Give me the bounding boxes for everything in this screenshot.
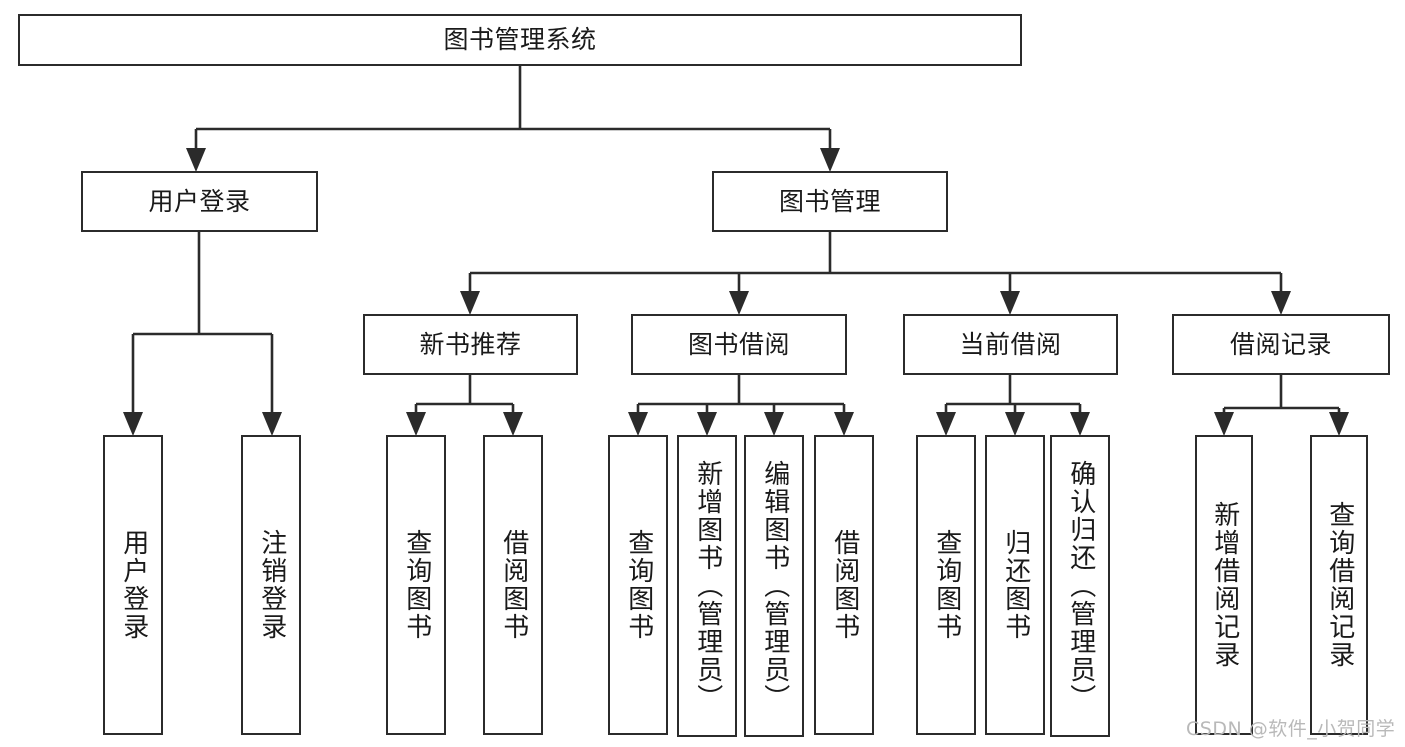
node-book-manage-label: 图书管理: [778, 186, 881, 216]
arrow-book-manage-to-c1: [460, 291, 480, 315]
leaf-query-book-c[interactable]: 查询图书: [916, 435, 976, 735]
arrow-root-to-book-manage: [820, 148, 840, 172]
node-book-borrow[interactable]: 图书借阅: [631, 314, 847, 375]
node-root-label: 图书管理系统: [443, 25, 597, 54]
leaf-query-book-a-label: 查询图书: [401, 529, 432, 641]
leaf-query-borrow-record-label: 查询借阅记录: [1324, 501, 1355, 669]
arrow-user-login-to-leaf2: [262, 412, 282, 436]
arrow-currentborrow-to-leaf3: [1070, 412, 1090, 436]
leaf-confirm-return-admin-label: 确认归还（管理员）: [1065, 460, 1096, 712]
arrow-user-login-to-leaf1: [123, 412, 143, 436]
leaf-add-borrow-record[interactable]: 新增借阅记录: [1195, 435, 1253, 735]
node-current-borrow[interactable]: 当前借阅: [903, 314, 1118, 375]
arrow-book-manage-to-c2: [729, 291, 749, 315]
arrow-bookborrow-to-leaf2: [697, 412, 717, 436]
leaf-add-book-admin-label: 新增图书（管理员）: [692, 460, 723, 712]
leaf-query-book-b[interactable]: 查询图书: [608, 435, 668, 735]
node-book-borrow-label: 图书借阅: [687, 329, 790, 359]
arrow-newbook-to-leaf1: [406, 412, 426, 436]
arrow-currentborrow-to-leaf2: [1005, 412, 1025, 436]
leaf-add-borrow-record-label: 新增借阅记录: [1209, 501, 1240, 669]
node-borrow-record[interactable]: 借阅记录: [1172, 314, 1390, 375]
node-user-login[interactable]: 用户登录: [81, 171, 318, 232]
watermark-text: CSDN @软件_小贺同学: [1186, 718, 1396, 740]
leaf-borrow-book-a-label: 借阅图书: [498, 529, 529, 641]
leaf-edit-book-admin-label: 编辑图书（管理员）: [759, 460, 790, 712]
leaf-user-login[interactable]: 用户登录: [103, 435, 163, 735]
node-book-manage[interactable]: 图书管理: [712, 171, 948, 232]
node-root[interactable]: 图书管理系统: [18, 14, 1022, 66]
leaf-logout-label: 注销登录: [256, 529, 287, 641]
arrow-newbook-to-leaf2: [503, 412, 523, 436]
arrow-bookborrow-to-leaf1: [628, 412, 648, 436]
leaf-user-login-label: 用户登录: [118, 529, 149, 641]
leaf-query-book-b-label: 查询图书: [623, 529, 654, 641]
leaf-return-book[interactable]: 归还图书: [985, 435, 1045, 735]
leaf-query-borrow-record[interactable]: 查询借阅记录: [1310, 435, 1368, 735]
arrow-bookborrow-to-leaf4: [834, 412, 854, 436]
leaf-borrow-book-b-label: 借阅图书: [829, 529, 860, 641]
node-borrow-record-label: 借阅记录: [1229, 329, 1332, 359]
node-current-borrow-label: 当前借阅: [959, 329, 1062, 359]
leaf-confirm-return-admin[interactable]: 确认归还（管理员）: [1050, 435, 1110, 737]
arrow-root-to-user-login: [186, 148, 206, 172]
node-user-login-label: 用户登录: [148, 186, 251, 216]
arrow-borrowrecord-to-leaf1: [1214, 412, 1234, 436]
leaf-borrow-book-a[interactable]: 借阅图书: [483, 435, 543, 735]
arrow-currentborrow-to-leaf1: [936, 412, 956, 436]
leaf-logout[interactable]: 注销登录: [241, 435, 301, 735]
leaf-query-book-c-label: 查询图书: [931, 529, 962, 641]
arrow-book-manage-to-c4: [1271, 291, 1291, 315]
node-new-book-recommend[interactable]: 新书推荐: [363, 314, 578, 375]
leaf-query-book-a[interactable]: 查询图书: [386, 435, 446, 735]
leaf-edit-book-admin[interactable]: 编辑图书（管理员）: [744, 435, 804, 737]
node-new-book-recommend-label: 新书推荐: [419, 329, 522, 359]
arrow-bookborrow-to-leaf3: [764, 412, 784, 436]
leaf-add-book-admin[interactable]: 新增图书（管理员）: [677, 435, 737, 737]
leaf-return-book-label: 归还图书: [1000, 529, 1031, 641]
leaf-borrow-book-b[interactable]: 借阅图书: [814, 435, 874, 735]
arrow-book-manage-to-c3: [1000, 291, 1020, 315]
arrow-borrowrecord-to-leaf2: [1329, 412, 1349, 436]
